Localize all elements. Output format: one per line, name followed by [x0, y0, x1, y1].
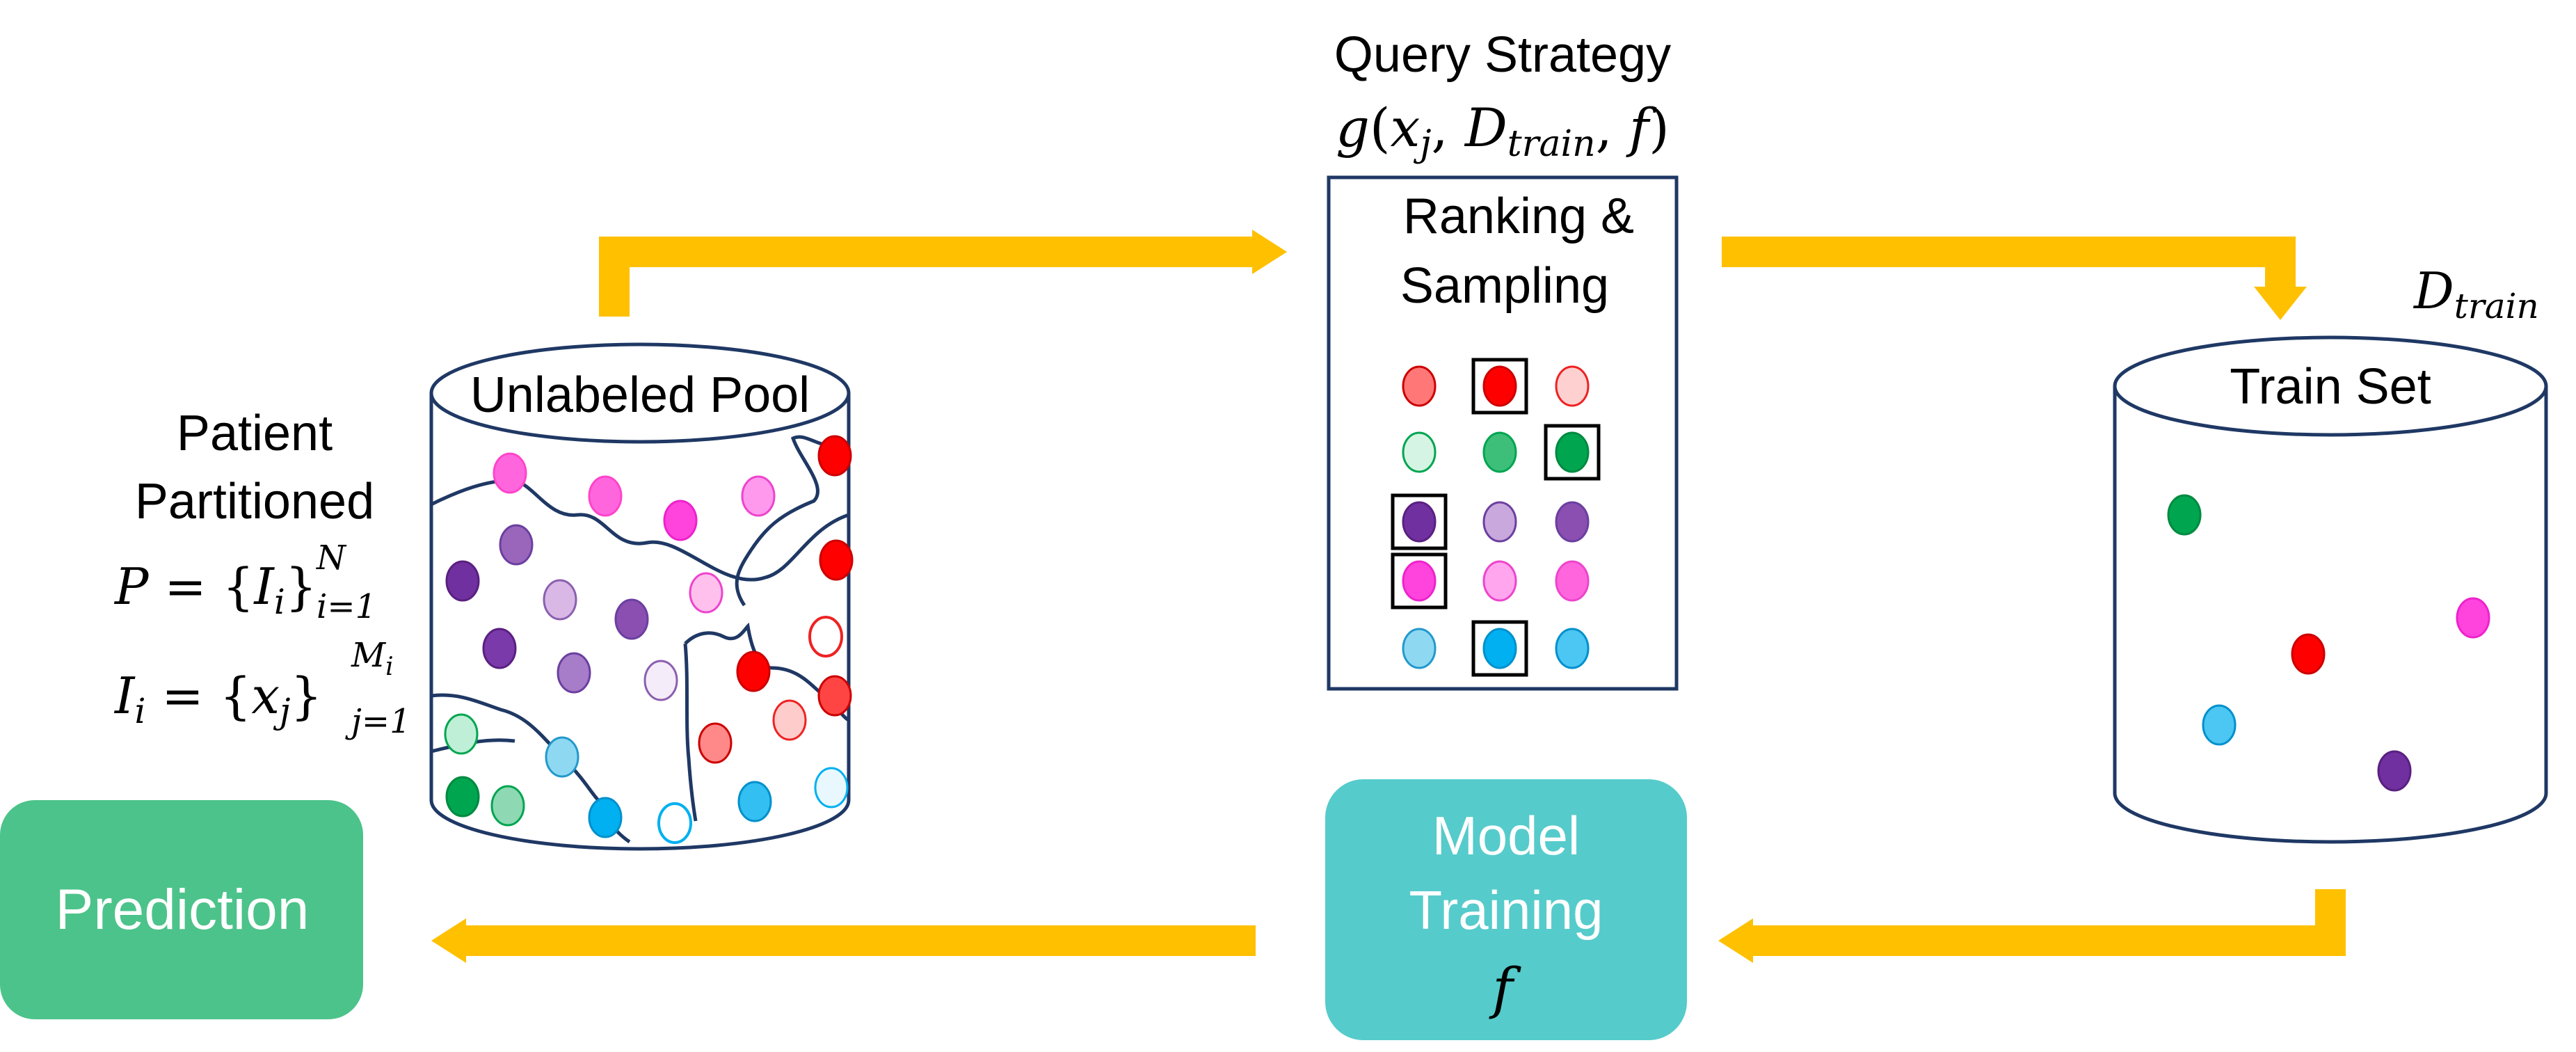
dot: [543, 579, 577, 621]
dot: [736, 651, 771, 692]
dot: [493, 452, 527, 494]
dot: [1482, 560, 1517, 602]
dot: [2456, 597, 2490, 639]
dot: [1482, 501, 1517, 543]
model-training-box: Model Training f: [1325, 779, 1687, 1040]
prediction-label: Prediction: [56, 878, 310, 941]
ranking-line1: Ranking &: [1403, 189, 1634, 244]
dot: [499, 524, 534, 566]
dot: [737, 781, 772, 822]
dot: [588, 475, 623, 517]
dot: [588, 797, 623, 838]
dot: [772, 699, 807, 741]
dot: [808, 616, 843, 658]
dot: [445, 560, 480, 602]
selected-marker: [1471, 358, 1528, 415]
unlabeled-pool-label: Unlabeled Pool: [470, 367, 810, 423]
partition-line2: Partitioned: [135, 474, 374, 529]
train-set-label: Train Set: [2230, 359, 2431, 415]
dot: [657, 802, 692, 844]
dot: [1555, 501, 1590, 543]
dot: [2377, 750, 2412, 792]
partition-eq-p-sup: N: [316, 539, 347, 577]
dot: [490, 785, 525, 827]
ranking-dots: [1391, 358, 1601, 677]
dot: [1402, 628, 1437, 669]
dot: [2167, 494, 2202, 536]
dot: [614, 598, 649, 640]
partition-eq-i-range: j=1: [345, 702, 411, 741]
dot: [1482, 628, 1517, 669]
dot: [1555, 628, 1590, 669]
dot: [817, 435, 852, 477]
query-formula: g(xj, Dtrain, f): [1336, 97, 1670, 165]
partition-eq-i-sup: Mi: [351, 636, 394, 681]
dot: [689, 572, 723, 614]
dot: [557, 652, 591, 694]
model-line2: Training: [1409, 879, 1603, 941]
dot: [2202, 704, 2237, 746]
dot: [545, 736, 579, 778]
partition-eq-i: Ii = {xj}: [113, 667, 322, 731]
train-set-cylinder: Train Set Dtrain: [2113, 262, 2548, 844]
dot: [1555, 431, 1590, 473]
dot: [643, 660, 678, 701]
dot: [741, 475, 776, 517]
arrow-model-to-prediction: [431, 918, 1256, 963]
pool-dots: [444, 435, 854, 844]
dot: [482, 628, 517, 669]
dot: [1402, 365, 1437, 407]
selected-marker: [1544, 424, 1601, 481]
partition-eq-p-range: i=1: [317, 587, 376, 626]
dot: [445, 776, 480, 818]
dot: [1555, 365, 1590, 407]
dot: [2291, 633, 2326, 675]
dot: [663, 500, 698, 541]
selected-marker: [1391, 552, 1448, 609]
dot: [1402, 501, 1437, 543]
query-strategy: Query Strategy g(xj, Dtrain, f) Ranking …: [1327, 27, 1679, 691]
prediction-box: Prediction: [0, 800, 363, 1019]
selected-marker: [1471, 620, 1528, 677]
dot: [817, 675, 852, 717]
dot: [819, 539, 854, 581]
arrow-train-to-model: [1718, 889, 2346, 963]
model-line1: Model: [1432, 805, 1580, 866]
query-title: Query Strategy: [1334, 27, 1671, 83]
dot: [698, 722, 733, 764]
train-set-dots: [2167, 494, 2490, 792]
arrow-query-to-train: [1722, 237, 2307, 320]
dot: [1482, 365, 1517, 407]
dot: [1402, 431, 1437, 473]
selected-marker: [1391, 493, 1448, 550]
patient-partition-formulas: Patient Partitioned P = {Ii} N i=1 Ii = …: [113, 406, 411, 741]
dot: [814, 767, 849, 808]
dot: [1482, 431, 1517, 473]
dot: [1555, 560, 1590, 602]
partition-eq-p: P = {Ii}: [113, 557, 317, 622]
dot: [1402, 560, 1437, 602]
unlabeled-pool-cylinder: Unlabeled Pool: [429, 342, 854, 851]
partition-line1: Patient: [177, 406, 333, 461]
arrow-pool-to-query: [599, 230, 1287, 317]
ranking-line2: Sampling: [1400, 258, 1609, 314]
train-set-tag: Dtrain: [2413, 262, 2539, 326]
dot: [444, 713, 479, 755]
